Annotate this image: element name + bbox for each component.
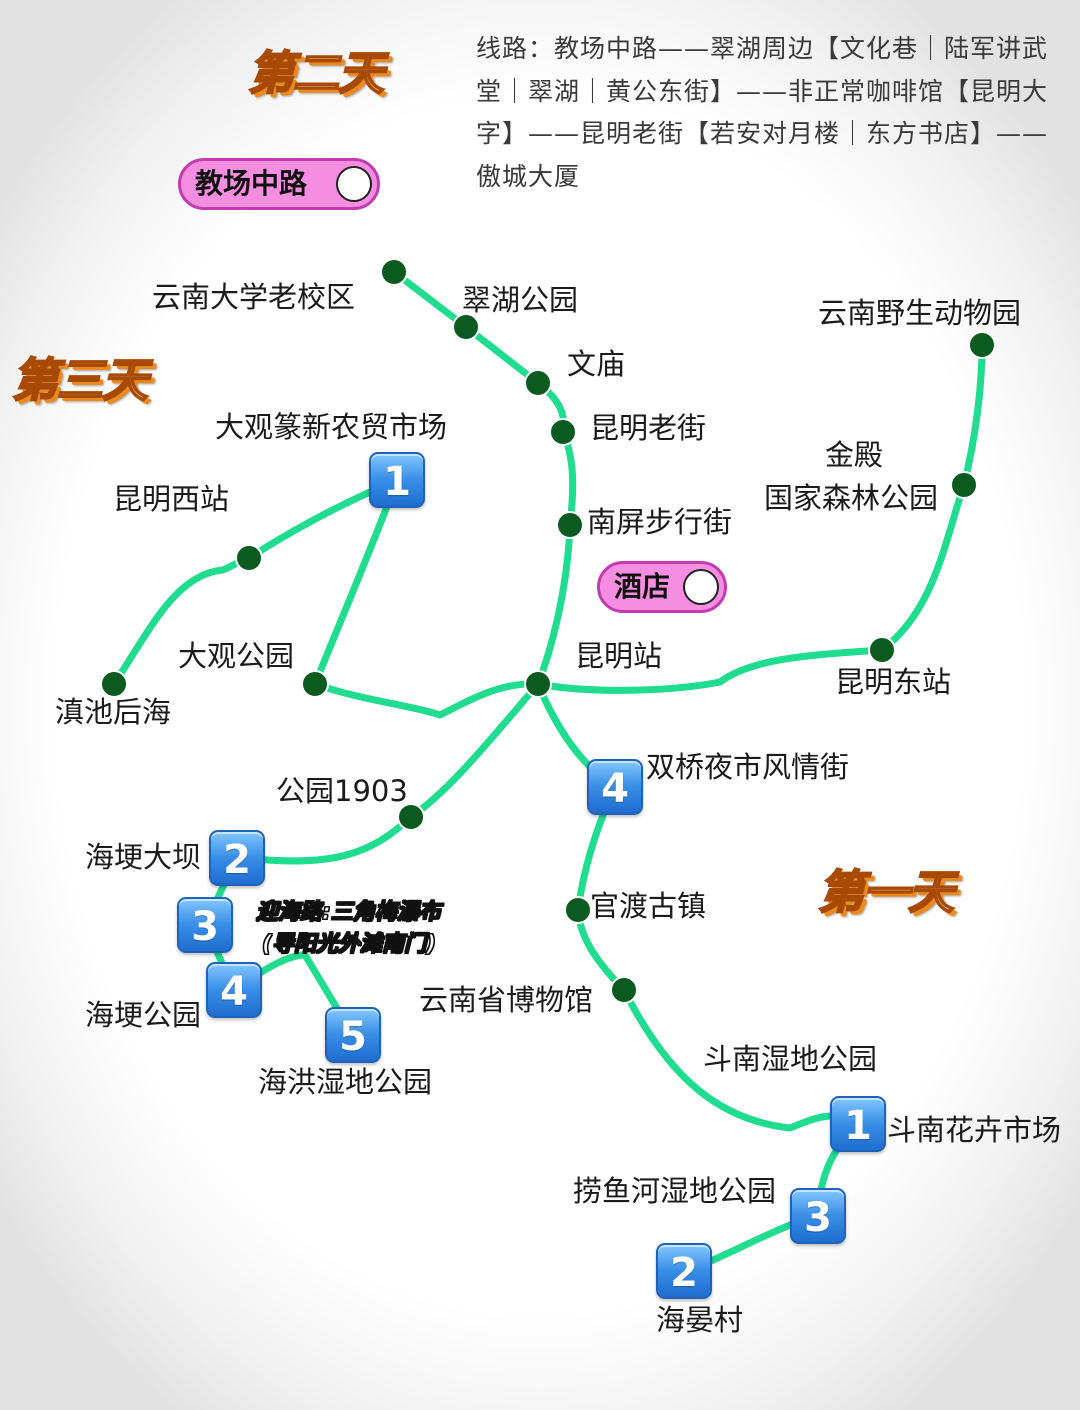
- label-jindian-line2[interactable]: 国家森林公园: [764, 481, 939, 515]
- circle-icon: [336, 166, 372, 202]
- route-line-day3-west: [110, 476, 401, 688]
- label-kunming-station[interactable]: 昆明站: [575, 639, 663, 673]
- label-kunming-laojie[interactable]: 昆明老街: [590, 411, 707, 445]
- station-dot-museum: [610, 976, 638, 1004]
- badge-number-haigeng-park[interactable]: 4: [206, 962, 262, 1018]
- station-dot-laojie: [549, 418, 577, 446]
- label-museum[interactable]: 云南省博物馆: [419, 983, 594, 1017]
- badge-number-shuangqiao[interactable]: 4: [587, 759, 643, 815]
- station-dot-daguan-park: [301, 670, 329, 698]
- label-dounan-flower[interactable]: 斗南花卉市场: [887, 1113, 1062, 1147]
- hotel-marker-label: 酒店: [614, 570, 671, 603]
- hotel-marker[interactable]: 酒店: [597, 561, 727, 613]
- label-cuihu[interactable]: 翠湖公园: [462, 283, 579, 317]
- circle-icon: [683, 569, 719, 605]
- label-dounan-wetland[interactable]: 斗南湿地公园: [703, 1042, 878, 1076]
- label-shuangqiao[interactable]: 双桥夜市风情街: [646, 750, 850, 784]
- label-haigeng-dam[interactable]: 海埂大坝: [85, 840, 202, 874]
- day1-title: 第一天: [817, 865, 955, 919]
- station-dot-zoo: [968, 331, 996, 359]
- label-haihong[interactable]: 海洪湿地公园: [258, 1065, 433, 1099]
- label-daguan-market[interactable]: 大观篆新农贸市场: [215, 410, 448, 444]
- station-dot-wenmiao: [524, 369, 552, 397]
- label-kunming-west[interactable]: 昆明西站: [113, 482, 230, 516]
- label-wenmiao[interactable]: 文庙: [567, 347, 626, 381]
- station-dot-guandu: [564, 896, 592, 924]
- label-yunnan-univ[interactable]: 云南大学老校区: [152, 280, 356, 314]
- start-marker-label: 教场中路: [195, 167, 308, 200]
- label-guandu[interactable]: 官渡古镇: [590, 889, 707, 923]
- label-nanping[interactable]: 南屏步行街: [587, 505, 733, 539]
- label-haigeng-park[interactable]: 海埂公园: [85, 998, 202, 1032]
- label-jindian-line1[interactable]: 金殿: [825, 438, 884, 472]
- badge-number-daguan-market[interactable]: 1: [369, 452, 425, 508]
- station-dot-kunming-west: [235, 544, 263, 572]
- badge-number-sanjiaomei[interactable]: 3: [177, 897, 233, 953]
- station-dot-kunming-station: [524, 670, 552, 698]
- label-kunming-east[interactable]: 昆明东站: [835, 665, 952, 699]
- day2-title: 第二天: [247, 46, 385, 100]
- label-zoo[interactable]: 云南野生动物园: [818, 296, 1022, 330]
- note-yinghai-line1: 迎海路:三角梅瀑布: [256, 900, 442, 925]
- label-daguan-park[interactable]: 大观公园: [178, 639, 295, 673]
- station-dot-kunming-east: [868, 636, 896, 664]
- route-description: 线路：教场中路——翠湖周边【文化巷｜陆军讲武堂｜翠湖｜黄公东街】——非正常咖啡馆…: [476, 34, 1049, 191]
- label-park1903[interactable]: 公园1903: [276, 774, 408, 808]
- station-dot-cuihu: [452, 313, 480, 341]
- label-dianchi[interactable]: 滇池后海: [55, 695, 172, 729]
- route-line-day2-north: [390, 268, 577, 688]
- station-dot-park1903: [397, 803, 425, 831]
- label-laoyuhe[interactable]: 捞鱼河湿地公园: [573, 1174, 777, 1208]
- badge-number-haigeng-dam[interactable]: 2: [209, 830, 265, 886]
- station-dot-jindian: [950, 471, 978, 499]
- route-line-day3-daguan: [311, 476, 542, 719]
- badge-number-haiyan[interactable]: 2: [656, 1243, 712, 1299]
- day3-title: 第三天: [11, 353, 149, 407]
- badge-number-laoyuhe[interactable]: 3: [790, 1188, 846, 1244]
- note-yinghai-line2: (导阳光外滩南门): [261, 932, 437, 957]
- start-marker-jiaochang[interactable]: 教场中路: [178, 158, 380, 210]
- station-dot-dianchi: [100, 670, 128, 698]
- station-dot-nanping: [556, 511, 584, 539]
- badge-number-haihong[interactable]: 5: [325, 1007, 381, 1063]
- label-haiyan[interactable]: 海晏村: [656, 1303, 744, 1337]
- badge-number-dounan-flower[interactable]: 1: [830, 1096, 886, 1152]
- route-line-day3-southwest: [201, 680, 542, 1039]
- station-dot-yunnan-univ: [380, 258, 408, 286]
